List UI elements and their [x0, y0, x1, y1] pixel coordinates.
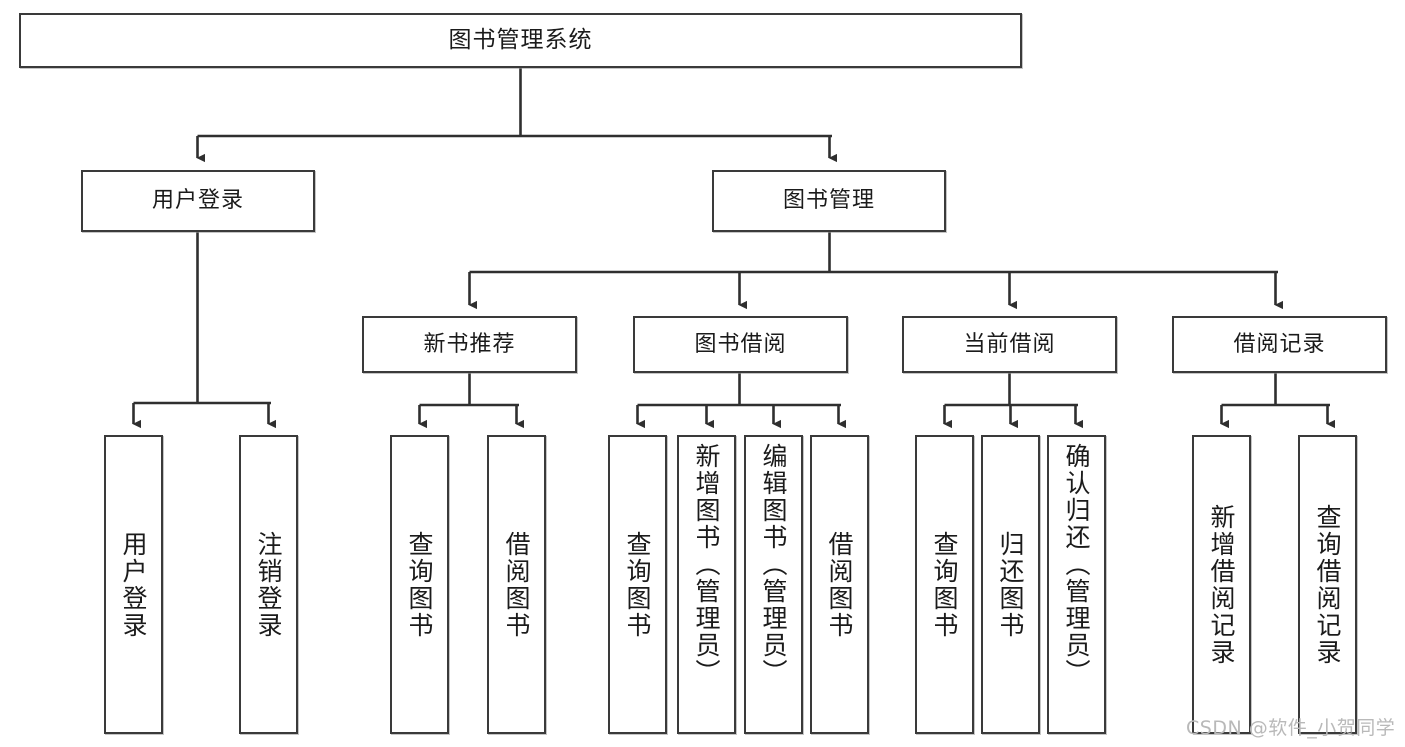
- node-label: 编辑图书（管理员）: [759, 443, 788, 686]
- node-label: 查询图书: [405, 530, 434, 639]
- node-label: 借阅图书: [502, 530, 531, 639]
- leaf-borrow-book-recommend[interactable]: 借阅图书: [487, 435, 546, 734]
- leaf-confirm-return-admin[interactable]: 确认归还（管理员）: [1047, 435, 1106, 734]
- node-label: 新书推荐: [423, 331, 516, 357]
- node-label: 借阅图书: [825, 530, 854, 639]
- node-borrow-records[interactable]: 借阅记录: [1172, 316, 1387, 373]
- node-label: 借阅记录: [1233, 331, 1326, 357]
- node-label: 归还图书: [996, 530, 1025, 639]
- leaf-borrow-book[interactable]: 借阅图书: [810, 435, 869, 734]
- node-label: 确认归还（管理员）: [1062, 443, 1091, 686]
- node-label: 新增图书（管理员）: [692, 443, 721, 686]
- node-label: 查询借阅记录: [1313, 503, 1342, 666]
- node-label: 查询图书: [623, 530, 652, 639]
- node-label: 图书借阅: [694, 331, 787, 357]
- leaf-query-borrow-record[interactable]: 查询借阅记录: [1298, 435, 1357, 734]
- node-label: 用户登录: [151, 188, 244, 214]
- leaf-return-book[interactable]: 归还图书: [981, 435, 1040, 734]
- node-new-book-recommend[interactable]: 新书推荐: [362, 316, 577, 373]
- node-book-borrow[interactable]: 图书借阅: [633, 316, 848, 373]
- leaf-query-book-recommend[interactable]: 查询图书: [390, 435, 449, 734]
- node-book-management[interactable]: 图书管理: [712, 170, 946, 232]
- node-label: 用户登录: [119, 530, 148, 639]
- node-label: 图书管理: [782, 188, 875, 214]
- node-label: 新增借阅记录: [1207, 503, 1236, 666]
- leaf-user-logout[interactable]: 注销登录: [239, 435, 298, 734]
- leaf-edit-book-admin[interactable]: 编辑图书（管理员）: [744, 435, 803, 734]
- csdn-watermark: CSDN @软件_小贺同学: [1186, 717, 1396, 739]
- leaf-user-login[interactable]: 用户登录: [104, 435, 163, 734]
- leaf-query-book-borrow[interactable]: 查询图书: [608, 435, 667, 734]
- node-label: 当前借阅: [963, 331, 1056, 357]
- node-user-login[interactable]: 用户登录: [81, 170, 315, 232]
- node-label: 图书管理系统: [448, 27, 593, 54]
- node-current-borrow[interactable]: 当前借阅: [902, 316, 1117, 373]
- node-label: 注销登录: [254, 530, 283, 639]
- leaf-add-book-admin[interactable]: 新增图书（管理员）: [677, 435, 736, 734]
- node-root-system[interactable]: 图书管理系统: [19, 13, 1022, 68]
- leaf-query-book-current[interactable]: 查询图书: [915, 435, 974, 734]
- node-label: 查询图书: [930, 530, 959, 639]
- leaf-add-borrow-record[interactable]: 新增借阅记录: [1192, 435, 1251, 734]
